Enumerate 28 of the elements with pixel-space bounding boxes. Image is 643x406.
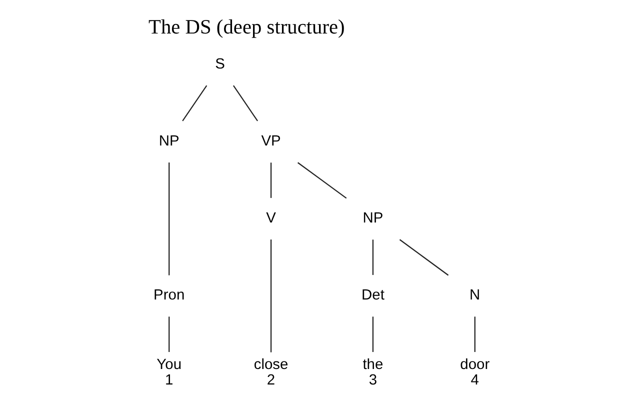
connector <box>372 240 374 275</box>
diagram-title: The DS (deep structure) <box>148 16 344 39</box>
connector <box>270 162 272 198</box>
connector <box>168 162 170 276</box>
node-text: NP <box>362 210 383 227</box>
node-text: V <box>266 210 276 227</box>
node-text: NP <box>158 134 179 150</box>
node-text: close <box>253 356 288 373</box>
node-label: 1 <box>164 372 173 389</box>
connector <box>168 316 170 352</box>
connector <box>372 316 374 352</box>
node-text: Pron <box>153 288 184 304</box>
node-text: Det <box>361 288 384 304</box>
node-text: the <box>362 356 383 373</box>
node-text: You <box>156 356 182 373</box>
node-label: 4 <box>470 372 478 389</box>
node-text: N <box>469 288 480 304</box>
connector <box>270 240 272 352</box>
connector <box>474 316 475 352</box>
connector <box>296 162 346 199</box>
node-label: 2 <box>266 372 275 389</box>
connector <box>232 85 258 122</box>
connector <box>182 85 207 122</box>
node-text: VP <box>260 134 280 150</box>
node-text: S <box>214 56 224 73</box>
node-text: door <box>460 356 490 373</box>
node-label: 3 <box>368 372 377 389</box>
connector <box>398 239 448 276</box>
